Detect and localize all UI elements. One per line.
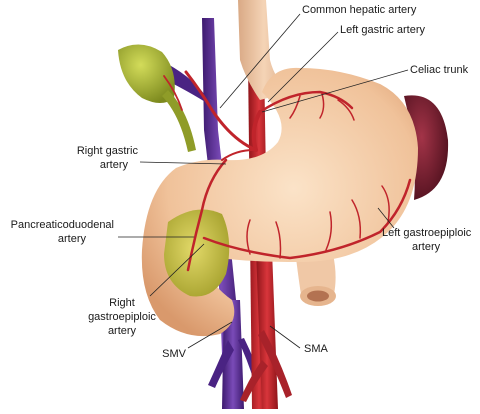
label-smv: SMV (162, 348, 187, 360)
label-left-gastroepiploic-artery-line2: artery (412, 241, 441, 253)
label-pancreaticoduodenal-artery-line2: artery (58, 233, 87, 245)
label-right-gastroepiploic-artery-line2: gastroepiploic (88, 311, 156, 323)
label-right-gastric-artery-line1: Right gastric (77, 145, 139, 157)
esophagus (238, 0, 290, 100)
gallbladder (118, 44, 196, 152)
label-common-hepatic-artery: Common hepatic artery (302, 4, 417, 16)
label-left-gastroepiploic-artery-line1: Left gastroepiploic (382, 227, 472, 239)
pancreas (164, 209, 230, 297)
label-right-gastroepiploic-artery-line3: artery (108, 325, 137, 337)
label-left-gastric-artery: Left gastric artery (340, 24, 425, 36)
label-right-gastroepiploic-artery-line1: Right (109, 297, 135, 309)
label-right-gastric-artery-line2: artery (100, 159, 129, 171)
label-celiac-trunk: Celiac trunk (410, 64, 469, 76)
duodenum-tube (296, 250, 336, 306)
labels: Common hepatic artery Left gastric arter… (11, 4, 472, 360)
celiac-arteries (163, 70, 412, 272)
label-sma: SMA (304, 343, 329, 355)
superior-mesenteric-artery (240, 250, 292, 409)
label-pancreaticoduodenal-artery-line1: Pancreaticoduodenal (11, 219, 114, 231)
callout-lines (118, 13, 409, 349)
stomach (141, 67, 418, 337)
